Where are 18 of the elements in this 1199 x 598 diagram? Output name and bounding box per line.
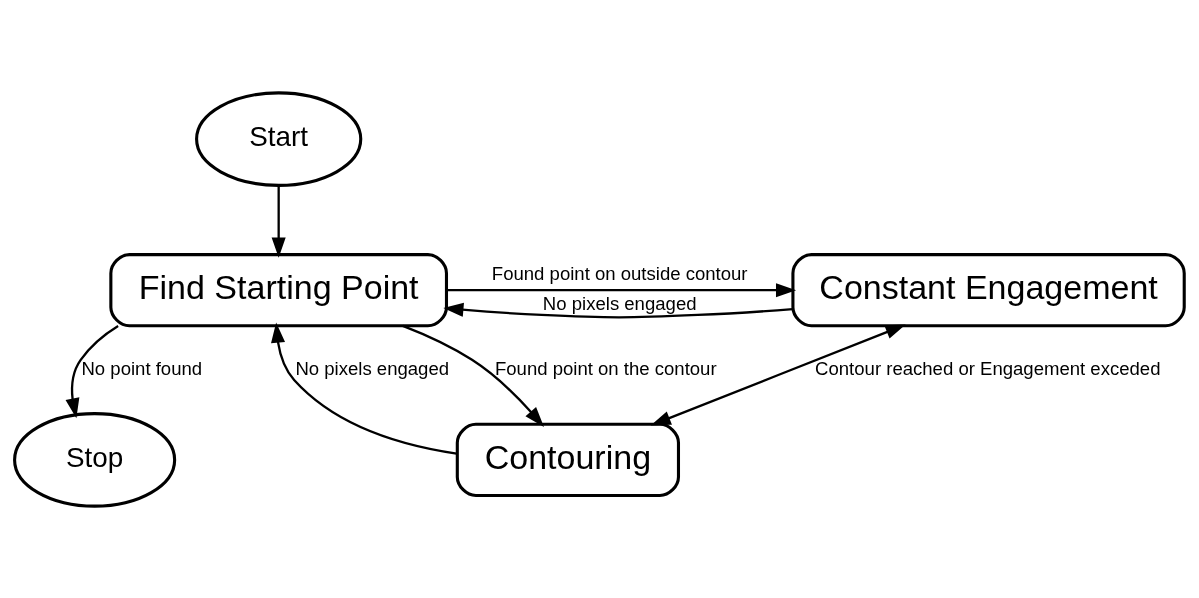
arrow [271,184,286,258]
edge-label: Found point on outside contour [491,262,748,284]
edge-label: Found point on the contour [494,357,717,379]
node-box: Find Starting Point [109,252,449,327]
edge-label: No point found [81,357,203,379]
node-ellipse: Start [195,90,363,187]
arrow [271,322,457,455]
edge-label: No pixels engaged [542,292,697,314]
edge-label: No pixels engaged [295,357,450,379]
arrow [443,302,793,318]
arrow [402,324,544,427]
node-box: Contouring [455,422,680,497]
arrow [650,324,906,426]
edge-label: Contour reached or Engagement exceded [815,357,1161,379]
node-ellipse: Stop [13,411,177,508]
node-box: Constant Engagement [791,252,1186,327]
arrow [65,324,119,418]
arrow [446,282,797,297]
